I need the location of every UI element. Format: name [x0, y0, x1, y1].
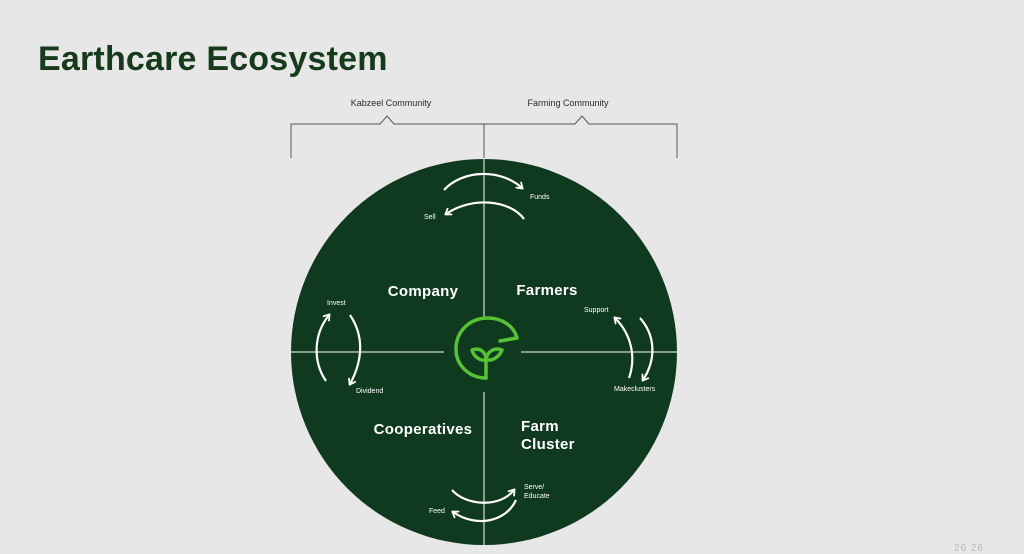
flow-label-serve-line2: Educate: [524, 493, 550, 500]
arrow-funds-icon: [443, 172, 524, 191]
arrow-invest-icon: [315, 313, 331, 382]
arrow-dividend-icon: [348, 314, 362, 386]
flow-label-serve: Serve/: [524, 484, 544, 491]
community-bracket: [290, 115, 678, 158]
flow-label-make-clusters: Makeclusters: [614, 386, 656, 393]
quadrant-label-company: Company: [388, 283, 459, 300]
flow-label-invest: Invest: [327, 300, 346, 307]
arrow-feed-icon: [451, 499, 518, 523]
community-label-kabzeel: Kabzeel Community: [351, 98, 432, 108]
quadrant-label-farm-cluster-line2: Cluster: [521, 436, 575, 453]
arrow-support-icon: [613, 316, 634, 379]
flow-label-support: Support: [584, 307, 609, 314]
arrow-sell-icon: [444, 201, 525, 220]
sprout-logo-icon: [454, 316, 519, 380]
arrow-make-clusters-icon: [639, 317, 654, 382]
quadrant-label-cooperatives: Cooperatives: [374, 421, 473, 438]
quadrant-label-farmers: Farmers: [516, 282, 577, 299]
quadrant-label-farm-cluster: Farm: [521, 418, 559, 435]
flow-label-sell: Sell: [424, 214, 436, 221]
flow-label-feed: Feed: [429, 508, 445, 515]
page-number: 26 26: [953, 543, 984, 554]
flow-label-funds: Funds: [530, 194, 550, 201]
community-label-farming: Farming Community: [527, 98, 609, 108]
flow-label-dividend: Dividend: [356, 388, 383, 395]
page-title: Earthcare Ecosystem: [38, 40, 388, 78]
arrow-serve-icon: [451, 488, 516, 504]
